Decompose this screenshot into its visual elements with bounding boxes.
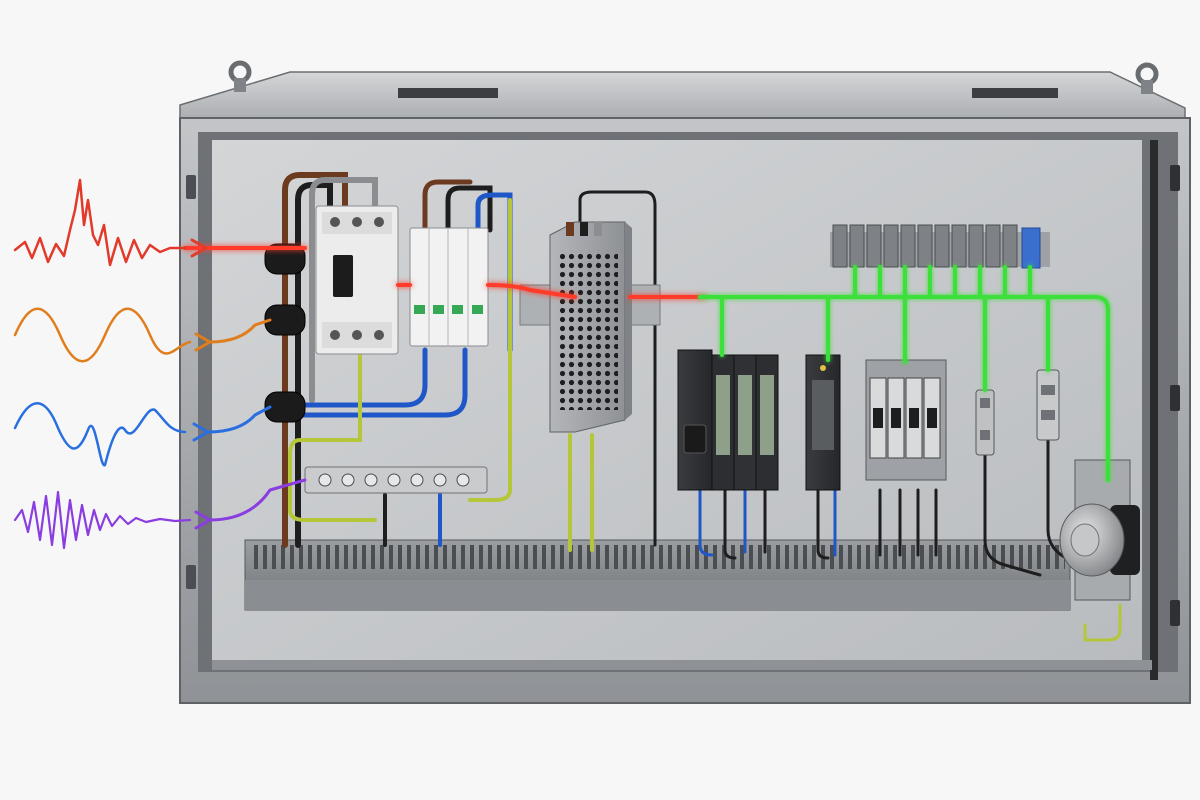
green-main-bus (698, 295, 1110, 482)
psu-icon (558, 250, 618, 410)
signal-distorted-blue (13, 402, 187, 467)
lifting-eye-right (1135, 62, 1159, 94)
terminal-icon (832, 224, 1041, 269)
shielded-sensor-cables (975, 369, 1060, 456)
hinge-left-top (186, 175, 196, 199)
top-vent-left (398, 88, 498, 98)
breaker-icon (333, 255, 353, 297)
cable-brown-spd (422, 179, 473, 233)
ferrite-core-icon (264, 391, 306, 423)
ferrite-core-icon (264, 243, 306, 275)
input-noise-signals (13, 178, 307, 550)
cable-blue-b (297, 347, 468, 418)
cable-grey-main (309, 177, 378, 403)
ferrite-core-icon (264, 304, 306, 336)
terminal-block-strip (830, 224, 1050, 269)
io-module (805, 354, 841, 491)
connector-icon (975, 389, 995, 456)
green-to-terminals (853, 265, 1032, 299)
lead-blue (206, 405, 272, 434)
cable-io-1 (816, 488, 830, 560)
relay-bank (865, 359, 947, 481)
power-supply-filter (549, 221, 632, 433)
door-seal-right (1150, 140, 1158, 680)
spd-icon (414, 305, 425, 314)
arrow-head-icon (190, 238, 208, 258)
hinge-right-top (1170, 165, 1180, 191)
cable-black-spd (445, 185, 493, 233)
hinge-left-bottom (186, 565, 196, 589)
ground-bar-icon (318, 473, 470, 487)
cable-yellow-green-loop (288, 328, 377, 522)
cable-plc-2 (723, 488, 737, 560)
plc-rack (677, 349, 779, 491)
wiring-harness (282, 172, 1122, 642)
module-icon (812, 380, 834, 450)
energy-line-spd-psu (486, 283, 577, 299)
cable-yellow-green-spd (468, 198, 512, 502)
connector-icon (1036, 369, 1060, 441)
circuit-breaker (315, 205, 399, 355)
cable-sensor-1 (983, 453, 1042, 577)
hinge-right-mid (1170, 385, 1180, 411)
cable-blue-spd (475, 192, 513, 353)
cable-blue-a (297, 347, 428, 408)
lead-orange (208, 318, 272, 344)
cable-psu-in (578, 190, 657, 547)
hinge-right-bottom (1170, 600, 1180, 626)
lead-purple (208, 478, 307, 522)
earth-ground-bar (304, 466, 488, 494)
signal-spike-red (13, 178, 187, 267)
plc-icon (683, 424, 707, 454)
cable-duct (244, 539, 1071, 611)
ferrite-chokes (264, 243, 306, 423)
lifting-eye-left (228, 60, 252, 92)
clean-signal-bus (698, 265, 1110, 482)
encoder-motor (1059, 459, 1140, 601)
cable-brown-main (282, 172, 348, 548)
signal-burst-purple (13, 490, 192, 550)
cable-plc-1 (698, 488, 714, 557)
surge-protection-device (409, 227, 489, 347)
signal-sine-orange (13, 307, 192, 363)
top-vent-right (972, 88, 1058, 98)
cable-ground-yg (1083, 603, 1122, 642)
